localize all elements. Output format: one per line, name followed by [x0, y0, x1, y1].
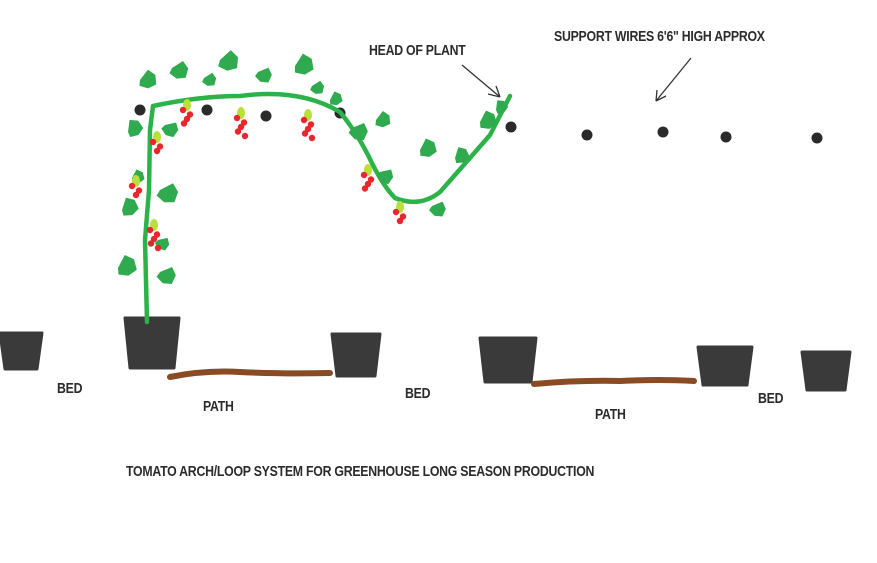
wire-dot: [581, 129, 593, 141]
path-label-right: PATH: [595, 406, 626, 423]
wire-dot: [811, 132, 823, 144]
bed-pots: [0, 316, 852, 392]
bed-label-left: BED: [57, 380, 83, 397]
leaf: [202, 72, 217, 86]
tomato-fruit: [233, 114, 241, 122]
leaf: [156, 267, 176, 284]
wire-dot: [260, 110, 272, 122]
support-wires-arrow: [655, 57, 692, 102]
leaf: [455, 147, 470, 163]
tomato-fruit: [392, 208, 400, 216]
path-strip: [167, 368, 333, 380]
tomato-fruit: [237, 123, 245, 131]
leaf: [480, 110, 497, 129]
support-wires-label: SUPPORT WIRES 6'6" HIGH APPROX: [554, 28, 765, 45]
diagram-caption: TOMATO ARCH/LOOP SYSTEM FOR GREENHOUSE L…: [126, 463, 595, 480]
tomato-fruit: [156, 143, 164, 150]
plant-pot: [123, 316, 181, 370]
tomato-fruit: [360, 171, 368, 179]
leaf: [496, 100, 509, 114]
tomato-fruit: [307, 121, 315, 128]
leaf: [156, 183, 179, 203]
tomato-fruit: [179, 106, 187, 114]
leaf: [128, 119, 144, 137]
leaf: [139, 69, 157, 89]
tomato-fruit: [241, 132, 249, 140]
tomato-plant: [118, 50, 513, 325]
tomato-fruit: [186, 111, 194, 118]
leaf: [330, 91, 343, 106]
tomato-fruit: [364, 180, 372, 188]
tomato-fruit: [361, 185, 369, 192]
tomato-fruit: [183, 115, 191, 123]
leaf: [161, 122, 179, 138]
wire-dot: [134, 104, 146, 116]
bed-label-right: BED: [758, 390, 784, 407]
tomato-fruit: [180, 120, 188, 127]
tomato-fruit: [300, 116, 308, 124]
tomato-fruit: [154, 244, 162, 252]
leaf: [294, 53, 314, 75]
leaf: [376, 169, 394, 185]
leaf: [375, 110, 391, 128]
tomato-fruit: [150, 235, 158, 243]
leaf: [218, 50, 238, 71]
tomato-fruit: [153, 231, 161, 238]
walking-paths: [167, 368, 697, 387]
label-arrows: [461, 57, 692, 102]
wire-dot: [720, 131, 732, 143]
tomato-fruit: [399, 213, 407, 220]
tomato-fruit: [304, 125, 312, 133]
wire-dot: [201, 104, 213, 116]
leaf: [348, 123, 368, 140]
leaf: [310, 80, 325, 94]
tomato-fruit: [240, 119, 248, 126]
plant-pot: [330, 332, 382, 378]
leaf: [255, 67, 272, 83]
leaf: [122, 197, 139, 216]
bed-label-middle: BED: [405, 385, 431, 402]
tomato-fruit: [367, 176, 375, 183]
plant-pot: [800, 350, 852, 392]
leaf: [429, 201, 446, 217]
tomato-fruit: [396, 217, 404, 225]
wire-dot: [657, 126, 669, 138]
plant-pot: [696, 345, 754, 387]
tomato-fruit: [301, 130, 309, 137]
tomato-fruit: [149, 138, 157, 146]
leaf: [420, 138, 437, 157]
tomato-fruit: [153, 147, 161, 155]
head-of-plant-arrow: [461, 64, 501, 98]
tomato-fruit: [135, 187, 143, 194]
path-strip: [531, 377, 697, 387]
path-label-left: PATH: [203, 398, 234, 415]
stem: [142, 91, 513, 325]
leaf: [118, 255, 137, 276]
tomato-fruit: [128, 182, 136, 190]
head-of-plant-label: HEAD OF PLANT: [369, 42, 466, 59]
leaf: [169, 61, 189, 79]
wire-dot: [505, 121, 517, 133]
plant-pot: [0, 331, 44, 371]
plant-pot: [478, 336, 538, 384]
tomato-fruit: [146, 226, 154, 234]
tomato-fruit: [308, 134, 316, 142]
tomato-fruit: [147, 240, 155, 247]
tomato-fruit: [234, 128, 242, 135]
tomato-fruit: [132, 191, 140, 199]
